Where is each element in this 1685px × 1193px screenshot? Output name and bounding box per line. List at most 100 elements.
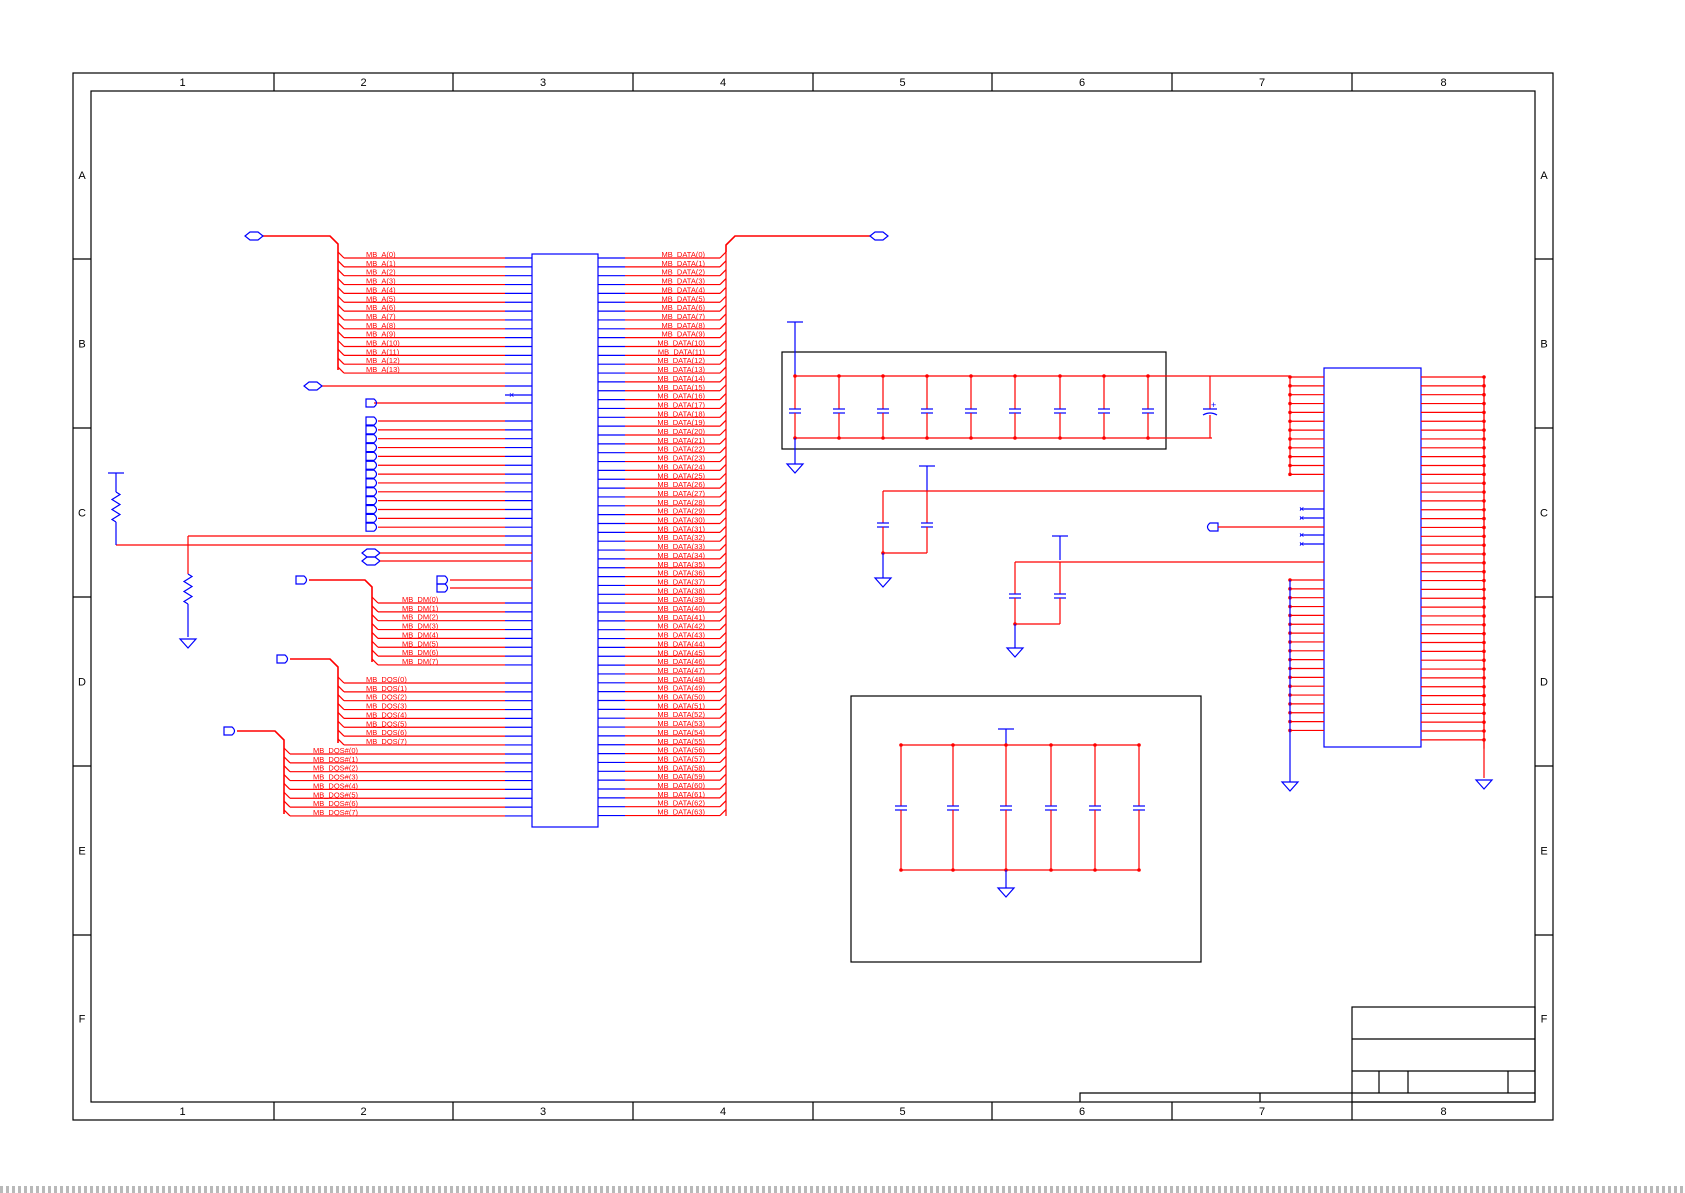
no-connect-mark: × [1299, 513, 1304, 523]
net-label-data: MB_DATA(20) [657, 427, 705, 436]
address-bus [263, 235, 339, 370]
net-label-data: MB_DATA(29) [657, 507, 705, 516]
row-label-right: F [1541, 1014, 1548, 1026]
ground-symbol [1474, 779, 1494, 790]
bus-entry [337, 340, 345, 347]
bus-entry [371, 623, 379, 630]
off-page-connector [365, 451, 378, 461]
bus-entry [719, 410, 727, 418]
off-page-connector [365, 478, 378, 488]
net-label-address: MB_A(5) [366, 294, 396, 303]
net-label-data: MB_DATA(12) [657, 356, 705, 365]
column-label-top: 4 [720, 77, 726, 89]
net-label-dm: MB_DM(4) [402, 630, 439, 639]
net-label-data: MB_DATA(60) [657, 781, 705, 790]
net-label-data: MB_DATA(9) [662, 330, 706, 339]
bus-entry [719, 623, 727, 631]
net-label-dm: MB_DM(1) [402, 604, 439, 613]
net-label-data: MB_DATA(44) [657, 639, 705, 648]
bus-entry [719, 490, 727, 498]
off-page-connector [365, 398, 378, 408]
net-label-data: MB_DATA(4) [662, 285, 706, 294]
bus-entry [719, 251, 727, 259]
bus-entry [719, 463, 727, 471]
bus-entry [719, 632, 727, 639]
bus-entry [719, 773, 727, 781]
title-block [1079, 1006, 1536, 1103]
ic-body [531, 253, 599, 828]
bus-entry [283, 800, 291, 808]
net-label-data: MB_DATA(3) [662, 277, 706, 286]
off-page-connector [365, 442, 378, 453]
row-label-left: D [78, 677, 86, 689]
net-label-dm: MB_DM(3) [402, 622, 439, 631]
decoupling-box-top [781, 351, 1167, 450]
off-page-connector [1206, 522, 1219, 532]
bus-entry [719, 694, 727, 701]
net-label-data: MB_DATA(50) [657, 693, 705, 702]
net-label-address: MB_A(4) [366, 285, 396, 294]
off-page-connector [365, 434, 378, 444]
bus-entry [719, 800, 727, 808]
bus-entry [371, 614, 379, 622]
resistor-symbol [110, 491, 122, 523]
net-label-data: MB_DATA(52) [657, 710, 705, 719]
bus-entry [719, 357, 727, 365]
bus-entry [719, 702, 727, 710]
net-label-address: MB_A(1) [366, 259, 396, 268]
memory-controller-ic: MB_DATA(0)MB_DATA(1)MB_DATA(2)MB_DATA(3)… [116, 231, 889, 828]
net-label-data: MB_DATA(45) [657, 648, 705, 657]
column-label-bottom: 3 [540, 1106, 546, 1118]
net-label-data: MB_DATA(1) [662, 259, 706, 268]
bus-entry [719, 685, 727, 693]
bus-entry [719, 738, 727, 746]
bus-entry [719, 278, 727, 285]
bus-entry [719, 260, 727, 268]
dimm-connector-ic: ×××× [1206, 367, 1494, 792]
ic-body [1323, 367, 1422, 748]
net-label-data: MB_DATA(26) [657, 480, 705, 489]
net-label-dqs: MB_DQS(5) [366, 719, 407, 728]
bus-entry [337, 685, 345, 693]
bus-entry [719, 543, 727, 551]
net-label-dqs: MB_DQS(6) [366, 728, 407, 737]
net-label-data: MB_DATA(21) [657, 436, 705, 445]
net-label-data: MB_DATA(34) [657, 551, 705, 560]
net-label-data: MB_DATA(48) [657, 675, 705, 684]
column-label-bottom: 5 [899, 1106, 905, 1118]
net-label-address: MB_A(0) [366, 250, 396, 259]
bus-entry [719, 428, 727, 436]
net-label-data: MB_DATA(22) [657, 445, 705, 454]
net-label-data: MB_DATA(7) [662, 312, 706, 321]
net-label-data: MB_DATA(31) [657, 524, 705, 533]
bus-entry [719, 455, 727, 462]
bus-entry [337, 295, 345, 303]
net-label-data: MB_DATA(46) [657, 657, 705, 666]
bus-entry [337, 720, 345, 728]
column-label-bottom: 6 [1079, 1106, 1085, 1118]
net-label-dqs-n: MB_DQS#(6) [313, 799, 359, 808]
hierarchical-port [303, 381, 323, 391]
net-label-address: MB_A(7) [366, 312, 396, 321]
bus-entry [719, 499, 727, 507]
row-label-right: E [1540, 846, 1547, 858]
data-bus [725, 235, 870, 252]
column-label-top: 6 [1079, 77, 1085, 89]
bus-entry [283, 791, 291, 799]
bus-entry [719, 570, 727, 578]
bus-entry [719, 313, 727, 321]
net-label-data: MB_DATA(47) [657, 666, 705, 675]
column-label-top: 5 [899, 77, 905, 89]
net-label-address: MB_A(10) [366, 339, 400, 348]
hierarchical-port [869, 231, 889, 241]
net-label-data: MB_DATA(56) [657, 746, 705, 755]
bus-entry [719, 393, 727, 401]
bus-entry [719, 676, 727, 684]
net-label-data: MB_DATA(58) [657, 763, 705, 772]
bus-entry [371, 640, 379, 648]
net-label-dm: MB_DM(2) [402, 613, 439, 622]
bus-entry [719, 481, 727, 489]
net-label-data: MB_DATA(53) [657, 719, 705, 728]
row-label-left: E [78, 846, 85, 858]
